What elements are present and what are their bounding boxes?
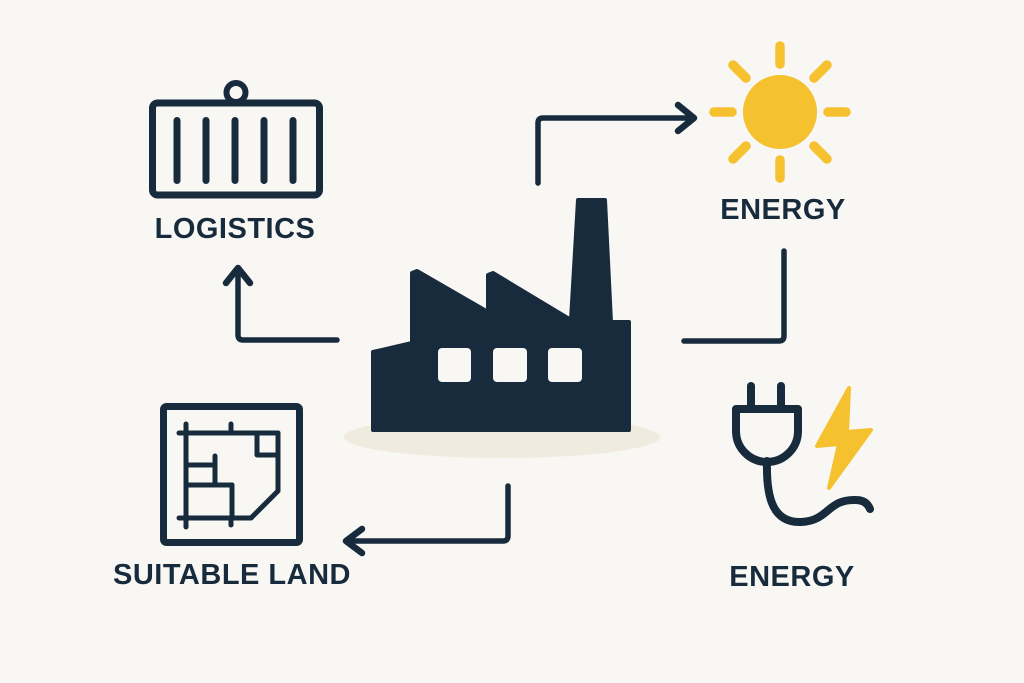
lightning-bolt-icon <box>815 386 873 490</box>
logistics-label: LOGISTICS <box>154 213 316 245</box>
arrow-factory-to-land <box>342 483 511 557</box>
sun-icon <box>709 41 851 183</box>
connector-solar-to-factory <box>681 248 787 344</box>
shipping-container-icon <box>149 80 323 199</box>
power-plug-icon <box>732 382 874 527</box>
energy-power-label: ENERGY <box>729 561 855 593</box>
factory-window <box>548 348 582 382</box>
factory-icon <box>371 198 631 432</box>
land-plot-blueprint-icon <box>160 403 303 546</box>
suitable-land-label: SUITABLE LAND <box>113 559 351 591</box>
arrow-factory-to-solar <box>535 101 698 186</box>
factory-window <box>438 348 471 382</box>
factory-window <box>493 348 527 382</box>
arrow-factory-to-logistics <box>222 264 340 343</box>
energy-solar-label: ENERGY <box>720 194 846 226</box>
